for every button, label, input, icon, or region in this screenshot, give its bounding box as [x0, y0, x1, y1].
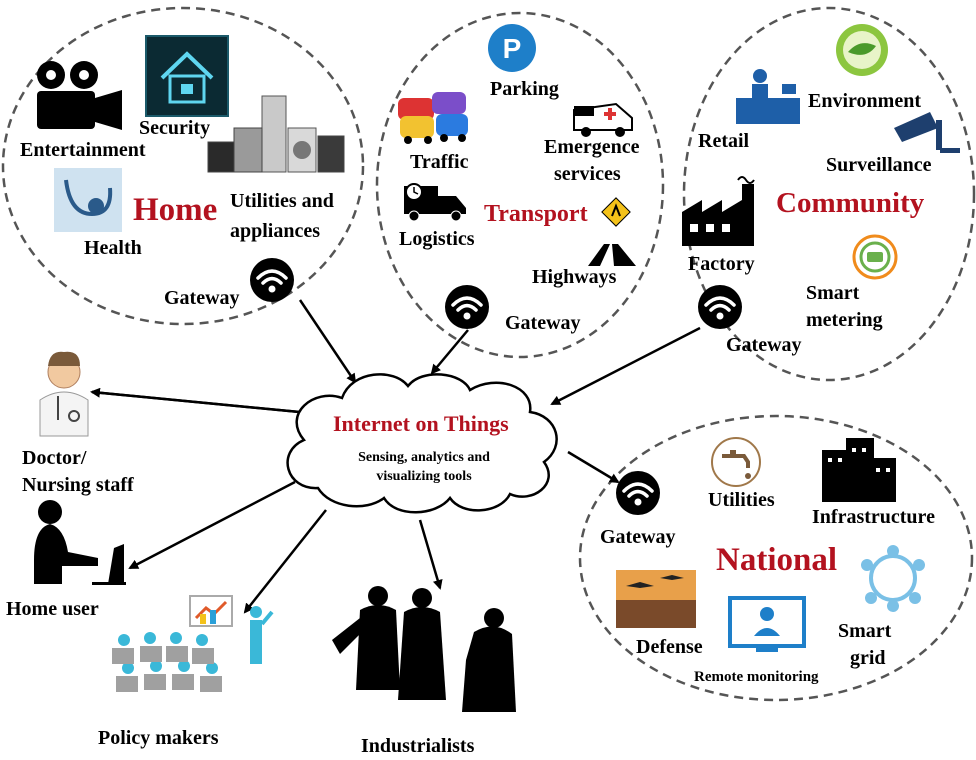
security-label: Security: [139, 117, 211, 139]
utilities-appliances-label-line1: Utilities and: [230, 190, 334, 212]
defense-label: Defense: [636, 636, 703, 658]
home-gateway-icon: [248, 256, 296, 304]
doctor-label-line1: Doctor/: [22, 447, 87, 469]
industrialists-label: Industrialists: [361, 735, 475, 757]
transport-title: Transport: [484, 201, 588, 227]
smart-metering-icon: [852, 234, 898, 280]
traffic-label: Traffic: [410, 151, 469, 173]
smart-metering-label-line1: Smart: [806, 282, 860, 304]
policy-makers-label: Policy makers: [98, 727, 219, 749]
traffic-icon: [398, 92, 468, 144]
transport-gateway-label: Gateway: [505, 312, 581, 334]
policy-makers-icon: [112, 595, 274, 692]
logistics-icon: [404, 183, 466, 222]
home-region: [1, 6, 365, 326]
cloud-title: Internet on Things: [333, 411, 509, 436]
community-gateway-icon: [696, 283, 744, 331]
parking-icon: P: [488, 24, 536, 72]
factory-icon: [682, 176, 755, 246]
smart-metering-label-line2: metering: [806, 309, 883, 331]
community-gateway-label: Gateway: [726, 334, 802, 356]
retail-label: Retail: [698, 130, 750, 152]
surveillance-icon: [894, 112, 960, 153]
smart-grid-label-line2: grid: [850, 647, 886, 669]
home-title: Home: [133, 192, 218, 228]
community-region: [682, 6, 976, 382]
entertainment-icon: [37, 61, 122, 130]
infrastructure-label: Infrastructure: [812, 506, 935, 528]
home-user-label: Home user: [6, 598, 99, 620]
national-region: [578, 414, 974, 702]
national-gateway-label: Gateway: [600, 526, 676, 548]
utilities-label: Utilities: [708, 489, 775, 511]
svg-text:P: P: [503, 33, 522, 64]
doctor-icon: [39, 351, 89, 437]
retail-icon: [736, 69, 800, 124]
national-title: National: [716, 542, 838, 578]
cloud-shape: [286, 373, 558, 514]
home-user-icon: [34, 500, 126, 585]
appliances-icon: [207, 95, 345, 173]
highways-label: Highways: [532, 266, 617, 288]
highways-icon: [588, 244, 636, 266]
infrastructure-icon: [822, 438, 896, 502]
road-sign-icon: [601, 197, 631, 227]
environment-icon: [836, 24, 888, 76]
emergence-services-label-line2: services: [554, 163, 621, 185]
industrialists-icon: [332, 586, 516, 712]
factory-label: Factory: [688, 253, 755, 275]
remote-monitoring-icon: [728, 596, 806, 652]
health-icon: [54, 168, 122, 232]
security-icon: [145, 35, 229, 117]
community-title: Community: [776, 187, 925, 219]
utilities-appliances-label-line2: appliances: [230, 220, 321, 242]
home-gateway-label: Gateway: [164, 287, 240, 309]
surveillance-label: Surveillance: [826, 154, 932, 176]
cloud-subtitle-line1: Sensing, analytics and: [358, 450, 490, 465]
national-gateway-icon: [614, 469, 662, 517]
connection-arrows: [90, 299, 701, 614]
parking-label: Parking: [490, 78, 559, 100]
smart-grid-icon: [861, 545, 925, 612]
logistics-label: Logistics: [399, 228, 475, 250]
transport-gateway-icon: [443, 283, 491, 331]
health-label: Health: [84, 237, 142, 259]
smart-grid-label-line1: Smart: [838, 620, 892, 642]
remote-monitoring-label: Remote monitoring: [694, 669, 819, 685]
water-tap-icon: [711, 437, 761, 487]
environment-label: Environment: [808, 90, 921, 112]
transport-region: [375, 11, 665, 359]
ambulance-icon: [573, 102, 633, 137]
cloud-subtitle-line2: visualizing tools: [376, 469, 472, 484]
defense-icon: [616, 570, 696, 628]
entertainment-label: Entertainment: [20, 139, 146, 161]
doctor-label-line2: Nursing staff: [22, 474, 134, 496]
emergence-services-label-line1: Emergence: [544, 136, 640, 158]
